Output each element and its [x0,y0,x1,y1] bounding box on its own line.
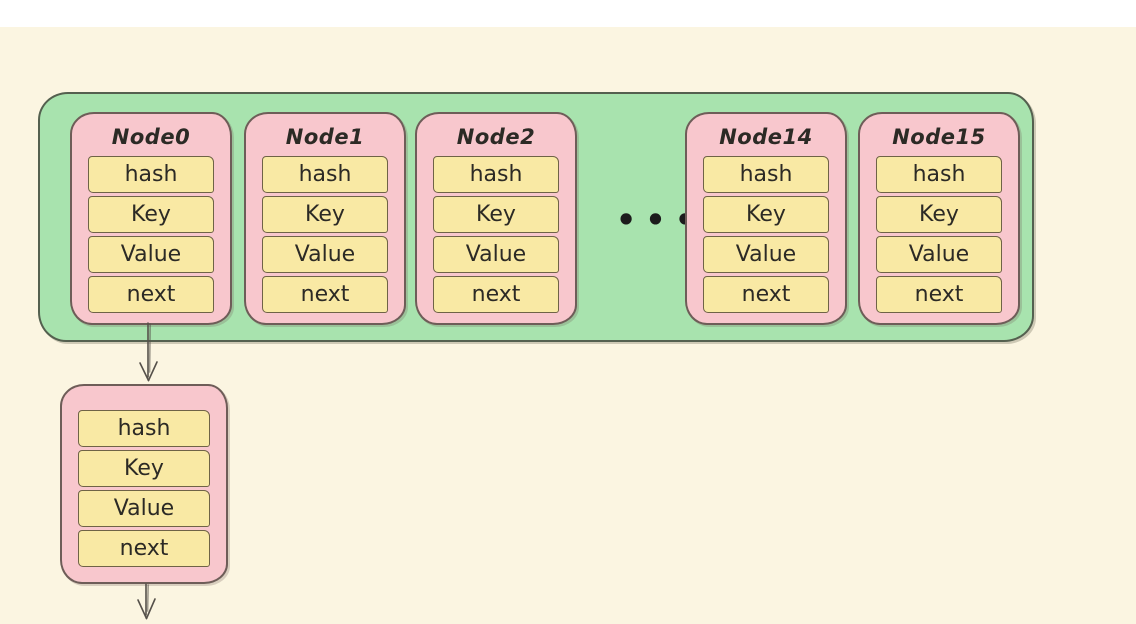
value-cell: Value [88,236,214,273]
value-cell: Value [262,236,388,273]
node-1: Node1 hash Key Value next [244,112,406,325]
bucket-array-container: Node0 hash Key Value next Node1 hash Key… [38,92,1034,342]
next-cell: next [876,276,1002,313]
value-cell: Value [703,236,829,273]
node-2: Node2 hash Key Value next [415,112,577,325]
arrow-chain-to-next [137,583,156,620]
hash-cell: hash [433,156,559,193]
hash-cell: hash [262,156,388,193]
next-cell: next [262,276,388,313]
key-cell: Key [78,450,210,487]
node-title: Node0 [111,125,191,149]
key-cell: Key [433,196,559,233]
next-cell: next [88,276,214,313]
node-title: Node1 [285,125,365,149]
key-cell: Key [88,196,214,233]
node-title: Node2 [456,125,536,149]
node-14: Node14 hash Key Value next [685,112,847,325]
node-title: Node14 [719,125,813,149]
value-cell: Value [78,490,210,527]
next-cell: next [703,276,829,313]
hash-cell: hash [703,156,829,193]
next-cell: next [433,276,559,313]
chain-node: hash Key Value next [60,384,228,584]
node-0: Node0 hash Key Value next [70,112,232,325]
key-cell: Key [703,196,829,233]
key-cell: Key [262,196,388,233]
hash-cell: hash [78,410,210,447]
top-strip [0,0,1136,27]
node-15: Node15 hash Key Value next [858,112,1020,325]
ellipsis: ••• [615,201,705,239]
hash-cell: hash [876,156,1002,193]
hash-cell: hash [88,156,214,193]
value-cell: Value [876,236,1002,273]
node-title: Node15 [892,125,986,149]
next-cell: next [78,530,210,567]
value-cell: Value [433,236,559,273]
key-cell: Key [876,196,1002,233]
